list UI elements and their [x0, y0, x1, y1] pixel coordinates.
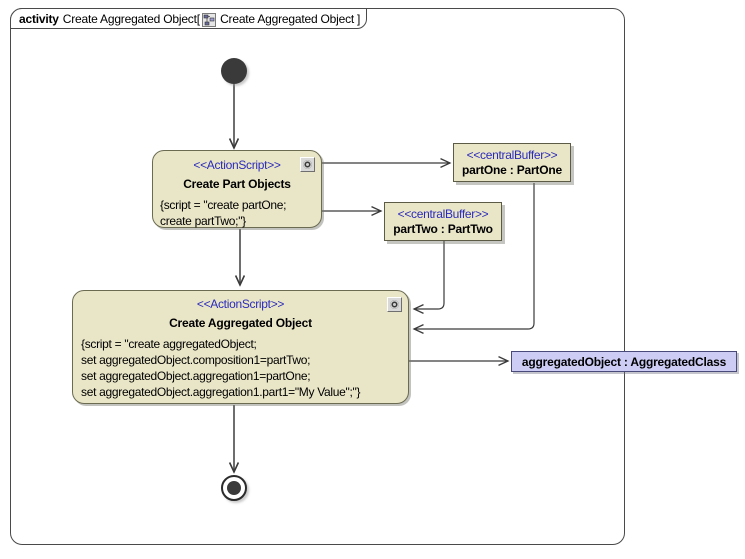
aggregated-object-label: aggregatedObject : AggregatedClass — [521, 354, 727, 369]
create-part-objects-name: Create Part Objects — [183, 177, 291, 191]
initial-node[interactable] — [221, 58, 247, 84]
activity-final-node[interactable] — [221, 475, 247, 501]
script-properties-button[interactable] — [387, 297, 402, 312]
activity-frame — [10, 8, 625, 545]
activity-frame-title[interactable]: activity Create Aggregated Object [ Crea… — [10, 8, 368, 29]
part-one-name: partOne : PartOne — [462, 163, 562, 177]
action-node-create-part-objects[interactable]: <<ActionScript>> Create Part Objects {sc… — [152, 150, 322, 228]
part-two-stereotype: <<centralBuffer>> — [397, 207, 489, 221]
action-node-create-aggregated-object[interactable]: <<ActionScript>> Create Aggregated Objec… — [72, 290, 409, 404]
frame-bracket-close: ] — [357, 11, 361, 26]
frame-bracket-open: [ — [196, 11, 201, 26]
object-node-aggregated-object[interactable]: aggregatedObject : AggregatedClass — [511, 351, 737, 372]
central-buffer-part-one[interactable]: <<centralBuffer>> partOne : PartOne — [453, 143, 571, 182]
part-two-name: partTwo : PartTwo — [393, 222, 493, 236]
frame-tag-name: Create Aggregated Object — [220, 11, 355, 26]
frame-keyword: activity — [19, 11, 59, 26]
script-properties-button[interactable] — [300, 157, 315, 172]
create-part-objects-script: {script = "create partOne; create partTw… — [160, 198, 287, 228]
part-one-stereotype: <<centralBuffer>> — [466, 148, 558, 162]
frame-activity-name: Create Aggregated Object — [62, 11, 197, 26]
create-part-objects-stereotype: <<ActionScript>> — [193, 158, 281, 172]
create-aggregated-object-script: {script = "create aggregatedObject; set … — [81, 337, 361, 399]
create-aggregated-object-stereotype: <<ActionScript>> — [196, 297, 285, 311]
create-aggregated-object-name: Create Aggregated Object — [169, 316, 312, 330]
activity-diagram-icon — [202, 12, 217, 27]
central-buffer-part-two[interactable]: <<centralBuffer>> partTwo : PartTwo — [384, 202, 502, 241]
